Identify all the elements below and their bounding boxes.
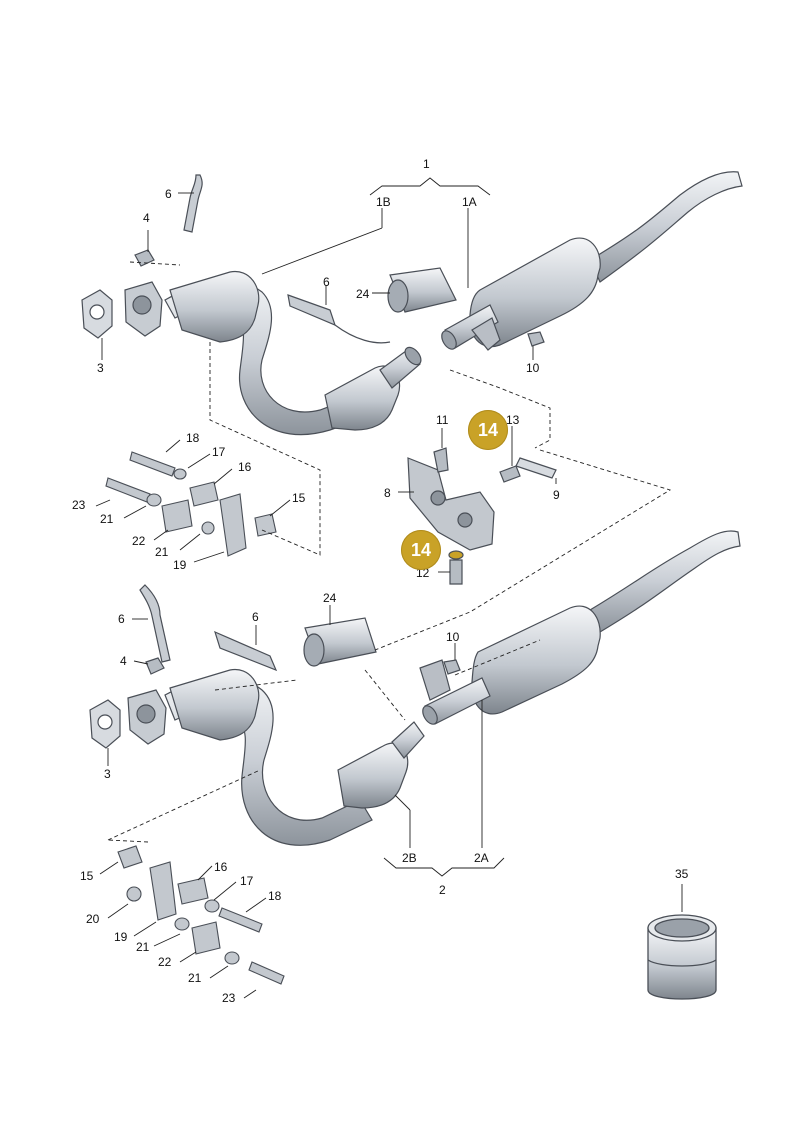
callout-4-bot: 4 [120, 654, 127, 668]
callout-3-top: 3 [97, 361, 104, 375]
mount-22-upper [161, 499, 193, 533]
lower-rear-catalyst [337, 742, 409, 809]
callout-1B: 1B [376, 195, 391, 209]
bolt-23-upper [105, 477, 151, 503]
lower-tailpipe [589, 530, 741, 633]
upper-muffler [469, 237, 601, 348]
lower-nut-10 [443, 659, 461, 675]
lower-outlet-pipe [391, 721, 425, 759]
gasket-9 [515, 457, 557, 479]
upper-nut-10 [527, 331, 545, 347]
callout-2A: 2A [474, 851, 489, 865]
callout-6-bot-mid: 6 [252, 610, 259, 624]
callout-15-bot: 15 [80, 869, 94, 883]
bracket-19-lower [149, 861, 177, 921]
mounting-bracket-group [407, 447, 557, 585]
callout-20: 20 [86, 912, 100, 926]
callout-3-bot: 3 [104, 767, 111, 781]
callout-15-top: 15 [292, 491, 306, 505]
lower-o2-sensor-mid [214, 630, 278, 672]
sleeve-15-upper [254, 513, 277, 537]
bolt-12 [449, 559, 463, 585]
upper-exhaust-assembly [81, 171, 743, 436]
upper-hardware [105, 451, 277, 557]
callout-6-bot-left: 6 [118, 612, 125, 626]
lower-o2-sensor-left [139, 584, 171, 663]
upper-tailpipe [589, 171, 743, 283]
callout-6-top-mid: 6 [323, 275, 330, 289]
upper-front-catalyst [169, 270, 260, 343]
bolt-18-lower [218, 907, 263, 933]
callout-21-top-b: 21 [155, 545, 169, 559]
sleeve-15-lower [117, 845, 143, 869]
callout-24-top: 24 [356, 287, 370, 301]
callout-2: 2 [439, 883, 446, 897]
callout-9: 9 [553, 488, 560, 502]
leader-lines [95, 177, 683, 999]
bolt-23-lower [248, 961, 285, 985]
lower-front-catalyst [169, 668, 260, 741]
callout-23-bot: 23 [222, 991, 236, 1005]
callout-6-top-left: 6 [165, 187, 172, 201]
callout-21-top-a: 21 [100, 512, 114, 526]
callout-10-top: 10 [526, 361, 540, 375]
callout-16-top: 16 [238, 460, 252, 474]
callout-22-bot: 22 [158, 955, 172, 969]
connecting-sleeve-35 [647, 914, 717, 1000]
bushing-16-upper [189, 481, 219, 507]
highlight-badge-14-lower[interactable]: 14 [401, 530, 441, 570]
callout-8: 8 [384, 486, 391, 500]
callout-17-bot: 17 [240, 874, 254, 888]
callout-13: 13 [506, 413, 520, 427]
callout-16-bot: 16 [214, 860, 228, 874]
lower-muffler [471, 605, 601, 715]
callout-21-bot-a: 21 [136, 940, 150, 954]
callout-22-top: 22 [132, 534, 146, 548]
callout-19-top: 19 [173, 558, 187, 572]
callout-11: 11 [436, 413, 449, 427]
callout-18-top: 18 [186, 431, 200, 445]
bolt-11 [433, 447, 449, 473]
callout-1: 1 [423, 157, 430, 171]
bushing-16-lower [177, 877, 209, 905]
lower-exhaust-assembly [89, 530, 741, 846]
bolt-18-upper [129, 451, 176, 477]
upper-o2-sensor-left [183, 174, 203, 233]
lower-nut [145, 657, 165, 675]
callout-10-bot: 10 [446, 630, 460, 644]
callout-17-top: 17 [212, 445, 226, 459]
bracket-19-upper [219, 493, 247, 557]
lower-hanger [419, 659, 451, 701]
mount-22-lower [191, 921, 221, 955]
upper-hanger [471, 317, 501, 351]
callout-1A: 1A [462, 195, 477, 209]
callout-2B: 2B [402, 851, 417, 865]
callout-35: 35 [675, 867, 689, 881]
lower-hardware [117, 845, 285, 985]
callout-4-top: 4 [143, 211, 150, 225]
callout-21-bot-b: 21 [188, 971, 202, 985]
mounting-bracket [407, 457, 495, 551]
callout-24-bot: 24 [323, 591, 337, 605]
highlight-badge-14-upper[interactable]: 14 [468, 410, 508, 450]
callout-23-top: 23 [72, 498, 86, 512]
upper-o2-sensor-mid [287, 294, 336, 327]
callout-18-bot: 18 [268, 889, 282, 903]
bolt-13 [499, 465, 521, 483]
callout-19-bot: 19 [114, 930, 128, 944]
